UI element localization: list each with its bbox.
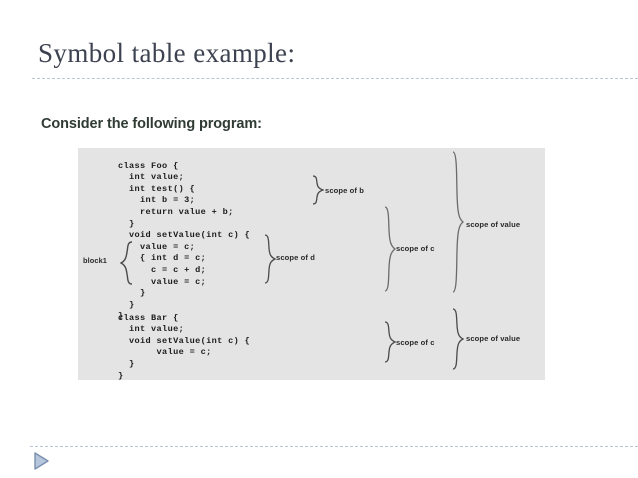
page-title: Symbol table example:: [38, 38, 296, 68]
next-slide-button[interactable]: [30, 450, 52, 472]
brace-scope-of-value-upper-icon: [452, 151, 464, 293]
annotation-scope-of-c-lower: scope of c: [396, 338, 435, 347]
footer-divider: [30, 446, 638, 447]
play-triangle-icon: [34, 452, 49, 470]
brace-scope-of-c-lower-icon: [384, 321, 396, 363]
brace-block1-icon: [120, 241, 134, 285]
annotation-block1-label: block1: [83, 256, 108, 265]
code-block-foo: class Foo { int value; int test() { int …: [118, 160, 251, 322]
title-divider: [32, 78, 638, 79]
brace-scope-of-value-lower-icon: [452, 308, 464, 370]
annotation-scope-of-value-upper: scope of value: [466, 220, 521, 229]
brace-scope-of-b-icon: [312, 175, 324, 205]
brace-scope-of-c-upper-icon: [384, 206, 396, 292]
annotation-scope-of-b: scope of b: [325, 186, 364, 195]
body-text: Consider the following program:: [41, 116, 262, 132]
annotation-scope-of-d: scope of d: [276, 253, 315, 262]
code-block-bar: class Bar { int value; void setValue(int…: [118, 312, 251, 381]
brace-scope-of-d-icon: [264, 234, 276, 284]
annotation-scope-of-c-upper: scope of c: [396, 244, 435, 253]
annotation-scope-of-value-lower: scope of value: [466, 334, 521, 343]
symbol-table-figure: class Foo { int value; int test() { int …: [78, 148, 545, 381]
